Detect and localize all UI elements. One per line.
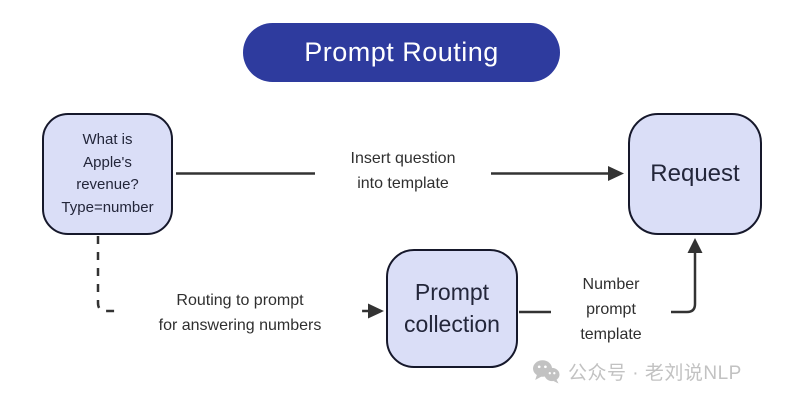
edge-label-insert-question-into-template: Insert question into template xyxy=(315,145,491,199)
node-request: Request xyxy=(628,113,762,235)
dashed-arrow-question-to-prompt-collection xyxy=(96,236,384,319)
diagram-title-pill: Prompt Routing xyxy=(243,23,560,82)
edge-label-number-prompt-template: Number prompt template xyxy=(551,271,671,350)
arrow-prompt-collection-to-request xyxy=(519,238,703,314)
node-prompt-collection: Prompt collection xyxy=(386,249,518,368)
edge-label-routing-to-prompt: Routing to prompt for answering numbers xyxy=(122,287,358,341)
watermark-text: 公众号 · 老刘说NLP xyxy=(568,363,742,384)
node-question: What is Apple's revenue? Type=number xyxy=(42,113,173,235)
watermark: 公众号 · 老刘说NLP xyxy=(532,358,742,385)
diagram-title: Prompt Routing xyxy=(304,37,499,67)
wechat-icon xyxy=(533,360,560,384)
